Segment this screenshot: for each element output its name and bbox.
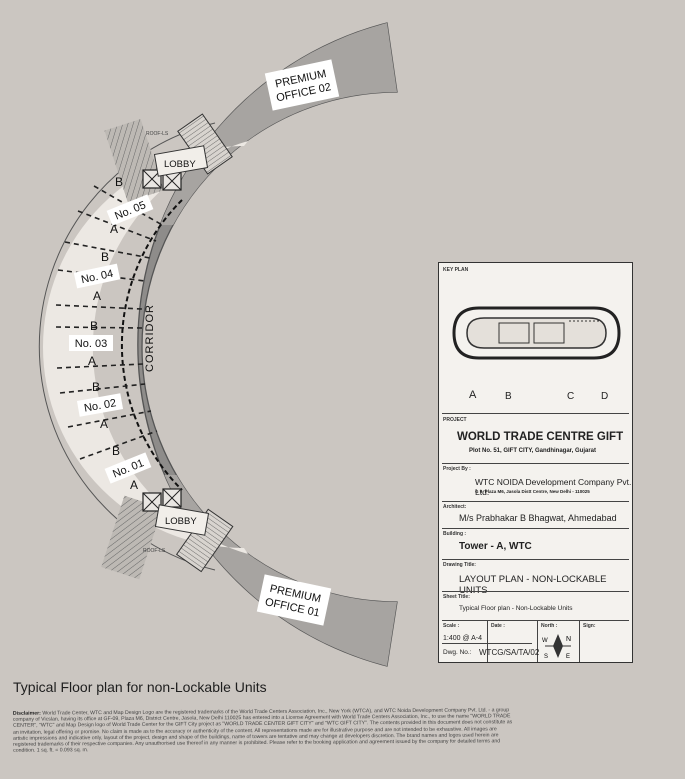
unit-03-tag-box	[69, 335, 113, 351]
key-plan-tower-c: C	[567, 391, 575, 402]
upper-core	[104, 113, 233, 203]
building-label: Building :	[443, 531, 467, 537]
unit-04-tag-box	[73, 263, 121, 289]
lower-shaft-hatch	[101, 495, 163, 580]
unit-02-b-label: B	[92, 380, 100, 394]
key-plan-inner	[466, 317, 607, 349]
unit-01-tag-box	[104, 452, 152, 484]
premium-office-02-zone	[160, 23, 397, 225]
north-arrow-n: N	[566, 636, 571, 643]
divider-line	[77, 210, 157, 242]
developer-name: WTC NOIDA Development Company Pvt. Ltd.	[475, 477, 632, 497]
scale-value: 1:400 @ A-4	[443, 635, 483, 642]
project-address: Plot No. 51, GIFT CITY, Gandhinagar, Guj…	[469, 448, 597, 454]
unit-04-tag: No. 04	[73, 263, 121, 289]
premium-office-02-box	[264, 59, 340, 111]
key-plan-heading: KEY PLAN	[443, 267, 469, 273]
upper-lobby	[153, 145, 209, 177]
premium-office-01-zone	[164, 475, 397, 666]
key-plan-tower-d: D	[601, 391, 609, 402]
upper-lobby-label: LOBBY	[164, 159, 196, 170]
key-plan-core-a	[498, 322, 530, 344]
unit-02-a-label: A	[100, 417, 108, 431]
disclaimer-text: Disclaimer: World Trade Center, WTC and …	[13, 707, 513, 754]
premium-office-01-tag: PREMIUM OFFICE 01	[256, 574, 332, 626]
divider-line	[64, 241, 151, 259]
lower-lobby-label: LOBBY	[165, 516, 197, 527]
unit-05-tag-box	[106, 194, 154, 226]
unit-02-tag-label: No. 02	[83, 397, 117, 414]
project-name: WORLD TRADE CENTRE GIFT	[457, 431, 624, 443]
premium-office-02-tag: PREMIUM OFFICE 02	[264, 59, 340, 111]
architect-name: M/s Prabhakar B Bhagwat, Ahmedabad	[459, 513, 617, 523]
unit-03-b-label: B	[90, 319, 98, 333]
unit-03-tag-label: No. 03	[75, 338, 107, 350]
lower-lift-2-cross2	[162, 488, 182, 508]
divider-line	[57, 269, 146, 282]
drawing-title-label: Drawing Title:	[443, 562, 476, 568]
unit-05-b-label: B	[115, 175, 123, 189]
plan-caption: Typical Floor plan for non-Lockable Unit…	[13, 679, 267, 695]
corridor-edge	[121, 199, 183, 491]
developer-address: G 9, Plaza M6, Jasola Distt Centre, New …	[475, 489, 590, 494]
lower-shaft-label: ROOF-LS	[143, 548, 166, 554]
north-label: North :	[541, 623, 558, 629]
divider-line	[79, 430, 158, 460]
lower-core	[101, 488, 234, 580]
north-arrow-icon: N W E S	[542, 634, 571, 660]
premium-office-01-box	[256, 574, 332, 626]
upper-shaft-label: ROOF-LS	[146, 131, 169, 137]
unit-03-tag: No. 03	[69, 335, 113, 351]
drawing-title: LAYOUT PLAN - NON-LOCKABLE UNITS	[459, 574, 607, 596]
key-plan-core-b	[533, 322, 565, 344]
drawing-number: WTCG/SA/TA/02	[479, 648, 540, 657]
upper-lift-2-cross2	[162, 171, 182, 191]
north-arrow-e: E	[566, 654, 570, 660]
unit-03-a-label: A	[88, 354, 96, 368]
key-plan-tower-a: A	[469, 389, 477, 401]
lower-lobby	[154, 504, 210, 536]
disclaimer-body: World Trade Center, WTC and Map Design L…	[12, 707, 513, 754]
sheet-title-label: Sheet Title:	[443, 594, 470, 600]
sign-label: Sign:	[583, 623, 596, 629]
lower-lift-1-cross2	[142, 492, 162, 512]
drawing-number-label: Dwg. No.:	[443, 649, 472, 656]
unit-02-tag-box	[76, 393, 124, 417]
unit-01-b-label: B	[112, 444, 120, 458]
date-divider	[537, 620, 538, 662]
architect-label: Architect:	[443, 504, 467, 510]
scale-divider	[487, 620, 488, 662]
key-plan-tower-b: B	[505, 391, 512, 402]
project-label: PROJECT	[443, 417, 467, 423]
unit-01-a-label: A	[130, 478, 138, 492]
corridor-zone	[43, 141, 248, 554]
north-arrow-w: W	[542, 638, 548, 644]
sheet-title: Typical Floor plan - Non-Lockable Units	[459, 605, 573, 612]
unit-04-b-label: B	[101, 250, 109, 264]
building-name: Tower - A, WTC	[459, 541, 532, 552]
unit-04-a-label: A	[93, 289, 101, 303]
north-arrow-s: S	[544, 654, 548, 660]
date-label: Date :	[491, 623, 505, 629]
north-divider	[579, 620, 580, 662]
project-by-label: Project By :	[443, 466, 471, 472]
corridor-label: CORRIDOR	[144, 304, 156, 372]
key-plan-title-block: KEY PLAN A B C D PROJECT WORLD TRADE CEN…	[438, 262, 633, 663]
scale-label: Scale :	[443, 623, 460, 629]
unit-02-tag: No. 02	[76, 393, 124, 417]
key-plan-outline	[452, 306, 621, 360]
unit-05-a-label: A	[110, 222, 118, 236]
divider-line	[55, 326, 143, 329]
key-plan-sketch	[452, 306, 621, 360]
